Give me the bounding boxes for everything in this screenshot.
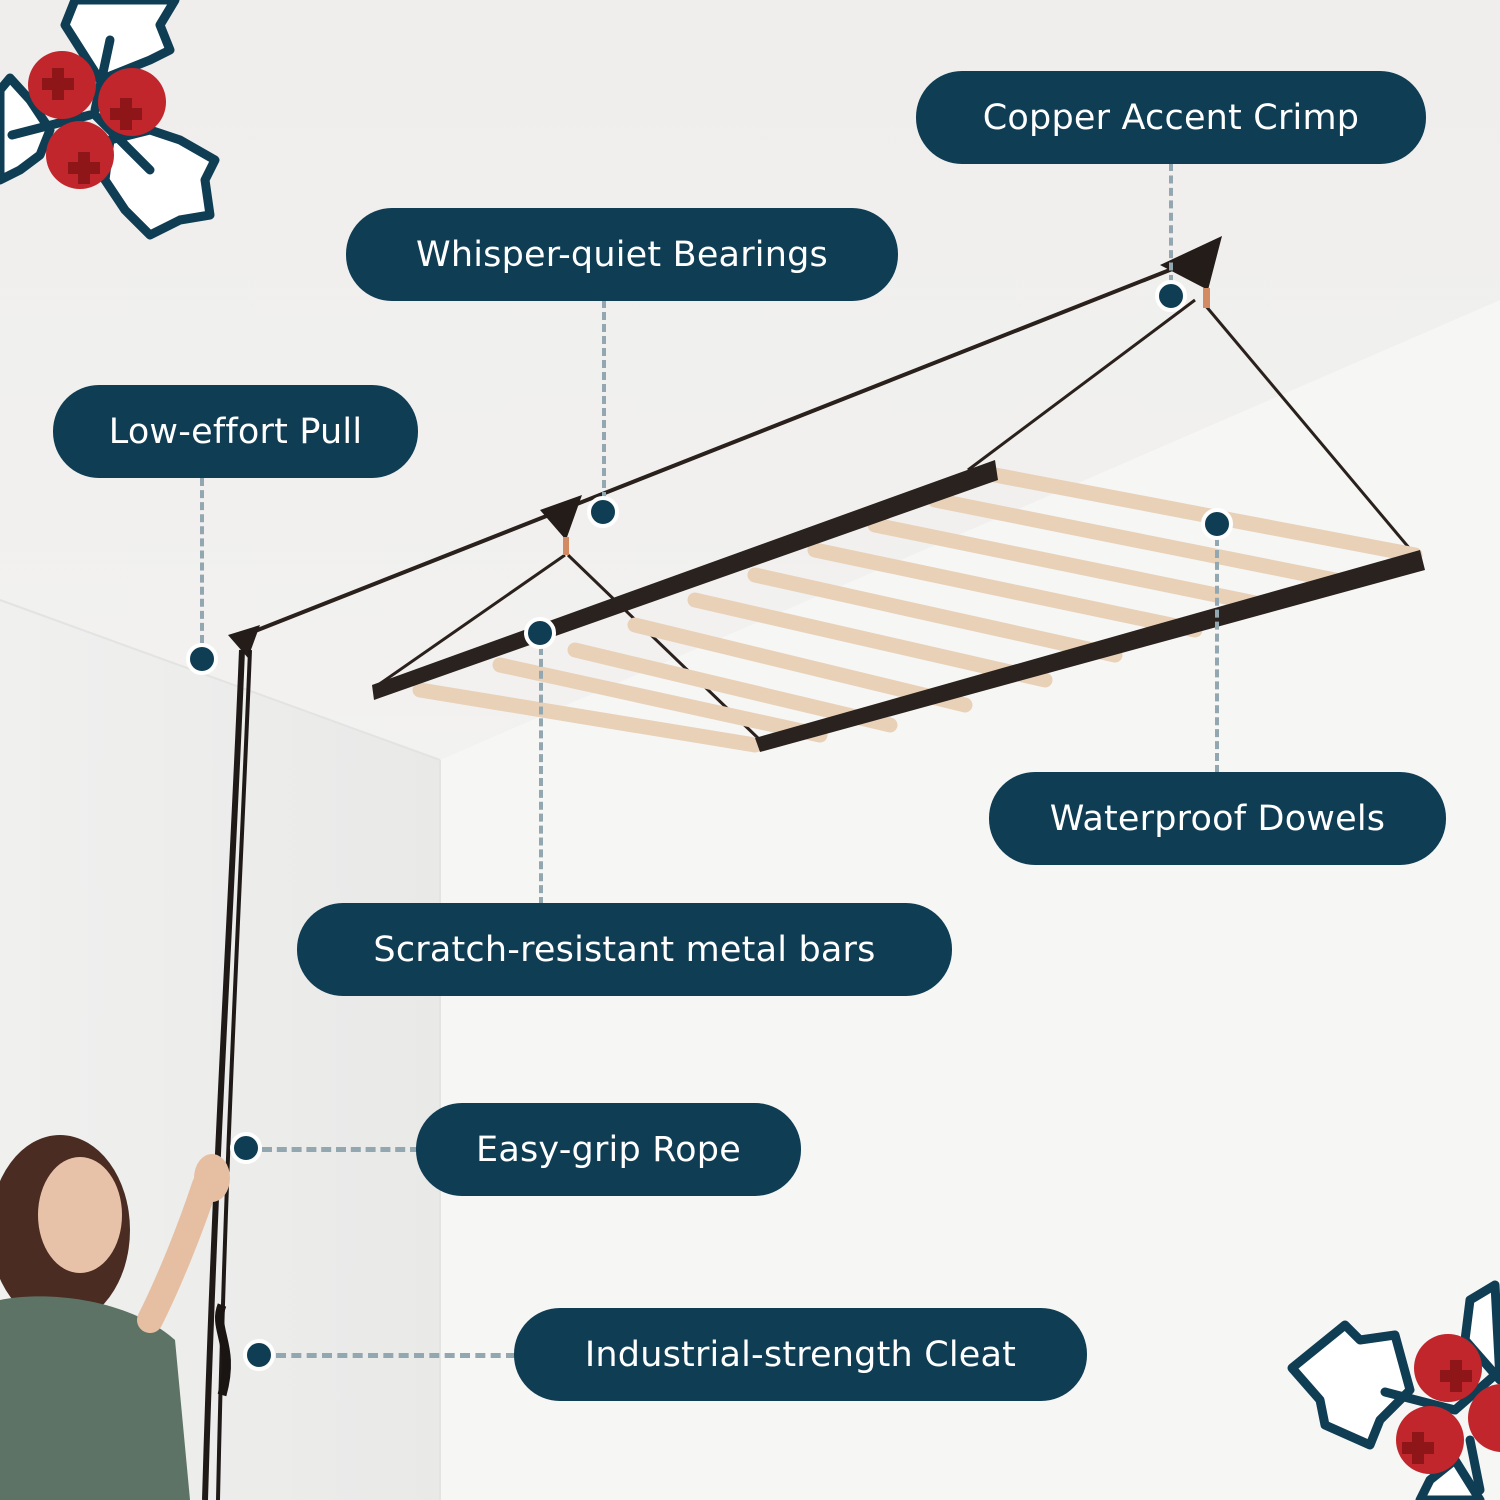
callout-label: Whisper-quiet Bearings: [416, 234, 828, 275]
connector-scratch-resistant-metal-bars: [539, 647, 543, 905]
callout-label: Scratch-resistant metal bars: [373, 929, 876, 970]
connector-easy-grip-rope: [262, 1147, 420, 1152]
callout-label: Easy-grip Rope: [476, 1129, 741, 1170]
holly-icon: [0, 0, 220, 240]
callout-label: Low-effort Pull: [108, 411, 363, 452]
callout-copper-accent-crimp: Copper Accent Crimp: [916, 71, 1426, 164]
holly-icon: [1287, 1280, 1500, 1500]
callout-industrial-strength-cleat: Industrial-strength Cleat: [514, 1308, 1087, 1401]
callout-waterproof-dowels: Waterproof Dowels: [989, 772, 1446, 865]
connector-low-effort-pull: [200, 478, 204, 643]
callout-easy-grip-rope: Easy-grip Rope: [416, 1103, 801, 1196]
callout-label: Industrial-strength Cleat: [584, 1334, 1017, 1375]
connector-waterproof-dowels: [1215, 538, 1219, 773]
callout-whisper-quiet-bearings: Whisper-quiet Bearings: [346, 208, 898, 301]
connector-copper-accent-crimp: [1169, 163, 1173, 283]
hotspot-industrial-strength-cleat[interactable]: [243, 1339, 275, 1371]
callout-label: Waterproof Dowels: [1049, 798, 1386, 839]
callout-label: Copper Accent Crimp: [982, 97, 1360, 138]
connector-whisper-quiet-bearings: [602, 300, 606, 500]
connector-industrial-strength-cleat: [276, 1353, 516, 1358]
hotspot-copper-accent-crimp[interactable]: [1155, 280, 1187, 312]
hotspot-easy-grip-rope[interactable]: [230, 1132, 262, 1164]
callout-low-effort-pull: Low-effort Pull: [53, 385, 418, 478]
hotspot-scratch-resistant-metal-bars[interactable]: [524, 617, 556, 649]
hotspot-whisper-quiet-bearings[interactable]: [587, 496, 619, 528]
hotspot-low-effort-pull[interactable]: [186, 643, 218, 675]
hotspot-waterproof-dowels[interactable]: [1201, 508, 1233, 540]
callout-scratch-resistant-metal-bars: Scratch-resistant metal bars: [297, 903, 952, 996]
